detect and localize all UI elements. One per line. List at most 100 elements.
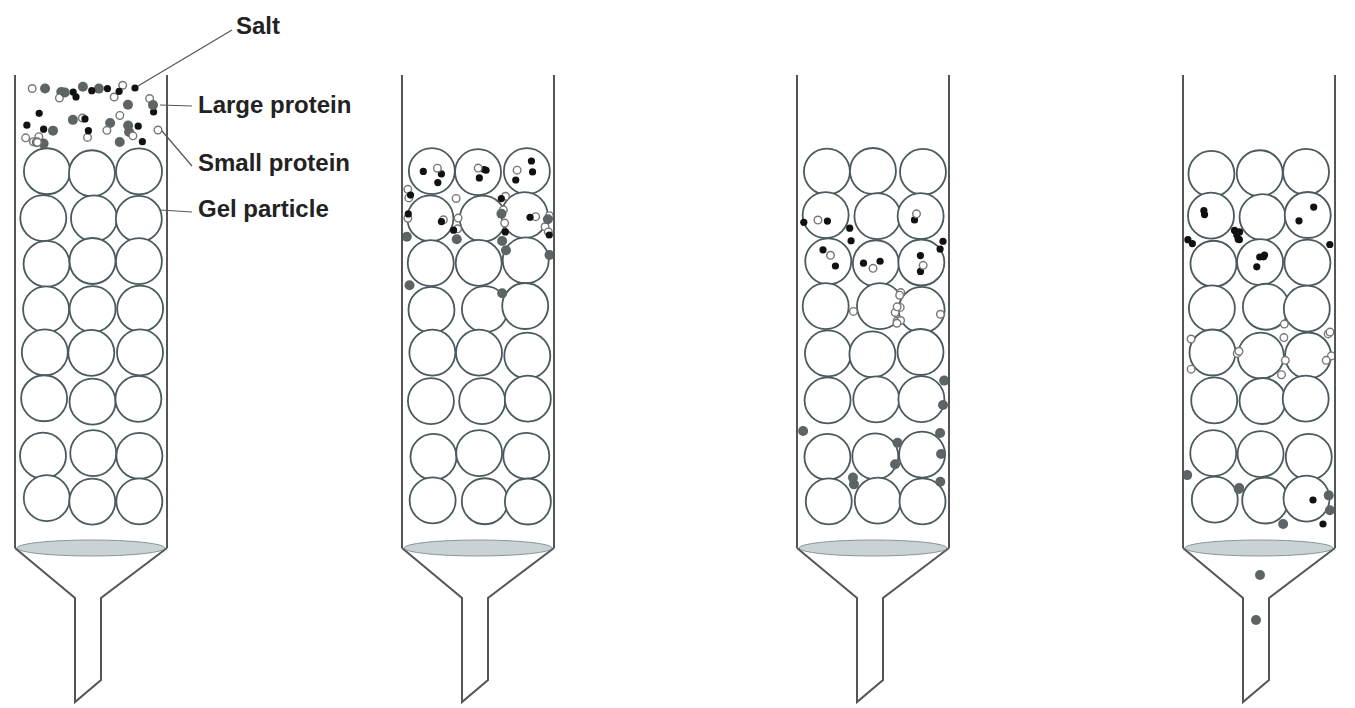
gel-particle [853,376,899,422]
large-protein-dot [935,428,945,438]
salt-dot [876,258,883,265]
gel-particle [854,193,900,239]
gel-particle [71,195,117,241]
gel-particle [806,478,852,524]
salt-dot [800,219,807,226]
gel-particle [1240,378,1286,424]
gel-particle [20,433,66,479]
gel-particle [502,192,548,238]
salt-dot [72,93,79,100]
gel-particle [408,240,454,286]
gel-particle [849,331,895,377]
gel-particle [853,240,899,286]
gel-particle [505,479,551,525]
small-protein-dot [893,303,901,311]
gel-particle [69,479,115,525]
small-protein-dot [937,310,945,318]
gel-particle [117,286,163,332]
salt-dot [1253,263,1260,270]
tube-wall [166,75,168,548]
large-protein-dot [1255,570,1265,580]
gel-particle [456,240,502,286]
salt-dot [116,88,123,95]
gel-particle [70,379,116,425]
gel-particle [1237,239,1283,285]
gel-particle [1284,476,1330,522]
salt-dot [420,168,427,175]
large-protein-dot [94,84,104,94]
gel-particle [1190,430,1236,476]
funnel-outlet [1183,548,1335,702]
gel-particle [407,195,453,241]
gel-particle [852,433,898,479]
salt-dot [847,237,854,244]
salt-dot [1260,253,1267,260]
small-protein-dot [513,166,521,174]
salt-dot [1310,203,1317,210]
gel-particle [503,433,549,479]
gel-particle [1283,149,1329,195]
column [797,75,949,702]
large-protein-dot [115,137,125,147]
gel-particle [1188,193,1234,239]
small-protein-dot [452,195,460,203]
small-protein-dot [827,251,835,259]
salt-dot [81,115,88,122]
small-protein-dot [116,112,124,120]
salt-dot [528,157,535,164]
gel-particle [69,150,115,196]
salt-dot [104,85,111,92]
gel-particle [456,330,502,376]
gel-particle [804,149,850,195]
salt-dot [135,123,142,130]
column [1183,75,1335,702]
funnel-outlet [797,548,949,702]
tube-wall [1182,75,1184,548]
gel-particle [70,238,116,284]
large-protein-dot [501,245,511,255]
salt-dot [36,110,43,117]
tube-wall [553,75,555,548]
large-protein-dot [935,477,945,487]
small-protein-dot [1326,328,1334,336]
salt-dot [1233,232,1240,239]
gel-particle [805,238,851,284]
gel-particle [804,434,850,480]
gel-particle [460,196,506,242]
gel-particle [1285,192,1331,238]
small-protein-dot [850,308,858,316]
gel-particle [1237,150,1283,196]
large-protein-dot [497,288,507,298]
small-protein-dot [869,265,877,273]
gel-particle [1189,285,1235,331]
large-protein-dot [496,209,506,219]
salt-dot [139,138,146,145]
gel-particle [898,376,944,422]
salt-dot [434,179,441,186]
gel-particle [805,330,851,376]
frit-disc [1185,540,1333,556]
gel-particle [117,329,163,375]
gel-particle [1238,333,1284,379]
small-protein-dot [474,164,482,172]
tube-wall [1334,75,1336,548]
small-protein-dot [28,85,36,93]
gel-particle [115,376,161,422]
gel-particle [23,286,69,332]
gel-particle [409,148,455,194]
tube-wall [14,75,16,548]
leader-line [138,30,232,86]
small-protein-dot [1235,347,1243,355]
salt-dot [939,238,946,245]
salt-dot [438,218,445,225]
large-protein-dot [78,82,88,92]
large-protein-dot [60,87,70,97]
gel-particle [408,287,454,333]
gel-particle [1286,434,1332,480]
gel-particle [1243,284,1289,330]
small-protein-dot [103,127,111,135]
large-protein-dot [68,115,78,125]
gel-particle [1190,241,1236,287]
callout-label: Large protein [196,92,353,118]
